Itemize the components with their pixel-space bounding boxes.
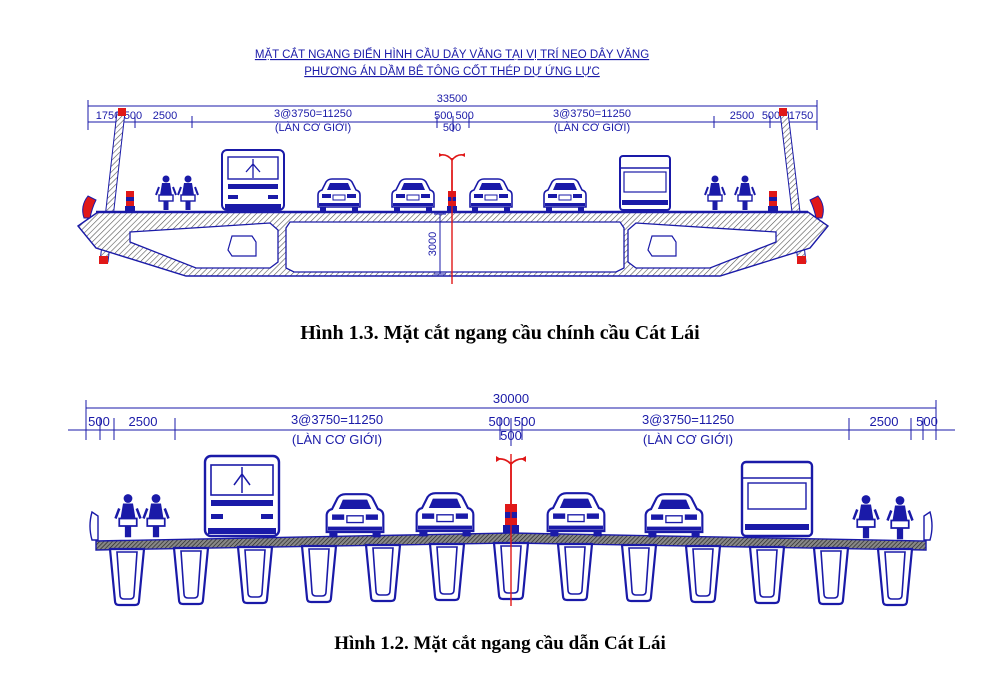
top-dim-left-500: 500 <box>124 110 142 122</box>
top-dim-median-center: 500 <box>443 122 461 134</box>
top-dim-right-sidewalk: 2500 <box>730 110 754 122</box>
bottom-bus-left <box>203 454 281 538</box>
top-car-4 <box>543 178 587 212</box>
box-girder <box>76 210 830 277</box>
top-dim-right-500: 500 <box>762 110 780 122</box>
bottom-dim-right-lanes-note: (LÀN CƠ GIỚI) <box>643 432 733 447</box>
top-dim-median: 500 500 <box>434 110 474 122</box>
bottom-figure-caption: Hình 1.2. Mặt cắt ngang cầu dẫn Cát Lái <box>334 633 666 654</box>
bottom-motorbike-1 <box>114 492 142 539</box>
top-dimension-lines <box>87 100 818 132</box>
bottom-railing-right <box>923 510 933 541</box>
top-dim-left-sidewalk: 2500 <box>153 110 177 122</box>
top-figure: MẶT CẮT NGANG ĐIỂN HÌNH CẦU DÂY VĂNG TẠI… <box>76 48 830 284</box>
top-car-1 <box>317 178 361 212</box>
top-motorbike-4 <box>734 174 756 211</box>
top-dim-right-lanes: 3@3750=11250 <box>553 108 631 120</box>
bottom-dimension-lines <box>68 400 955 446</box>
bottom-car-4 <box>644 493 704 539</box>
bottom-dim-left-500: 500 <box>88 414 110 429</box>
top-motorbike-1 <box>155 174 177 211</box>
top-dim-right-lanes-note: (LÀN CƠ GIỚI) <box>554 121 630 134</box>
bottom-motorbike-2 <box>142 492 170 539</box>
top-dim-left-lanes: 3@3750=11250 <box>274 108 352 120</box>
bottom-figure: 30000 500 2500 3@3750=11250 (LÀN CƠ GIỚI… <box>68 391 955 607</box>
bottom-dim-left-sidewalk: 2500 <box>129 414 158 429</box>
top-header-line1: MẶT CẮT NGANG ĐIỂN HÌNH CẦU DÂY VĂNG TẠI… <box>255 48 649 61</box>
bottom-car-1 <box>325 493 385 539</box>
bottom-dim-left-lanes: 3@3750=11250 <box>291 412 383 427</box>
top-bus-right <box>619 155 671 211</box>
top-figure-caption: Hình 1.3. Mặt cắt ngang cầu chính cầu Cá… <box>300 322 700 344</box>
top-car-3 <box>469 178 513 212</box>
bottom-motorbike-4 <box>886 494 914 541</box>
bottom-dim-right-500: 500 <box>916 414 938 429</box>
top-car-2 <box>391 178 435 212</box>
bottom-dim-median: 500 500 <box>489 414 536 429</box>
top-dim-left-lanes-note: (LÀN CƠ GIỚI) <box>275 121 351 134</box>
top-bus-left <box>221 149 285 211</box>
top-depth-dimension <box>434 213 446 275</box>
bottom-dim-total: 30000 <box>493 391 529 406</box>
top-barrier-left <box>125 191 135 211</box>
bottom-railing-left <box>89 510 99 541</box>
top-dim-depth: 3000 <box>427 232 439 256</box>
bottom-motorbike-3 <box>852 493 880 540</box>
bottom-dim-left-lanes-note: (LÀN CƠ GIỚI) <box>292 432 382 447</box>
top-dim-left-edge: 1750 <box>96 110 120 122</box>
bottom-bus-right <box>740 460 814 538</box>
bottom-car-3 <box>546 492 606 538</box>
top-barrier-right <box>768 191 778 211</box>
top-dim-right-edge: 1750 <box>789 110 813 122</box>
bottom-car-2 <box>415 492 475 538</box>
top-railing-right <box>809 195 824 219</box>
bottom-dim-right-lanes: 3@3750=11250 <box>642 412 734 427</box>
bottom-dim-right-sidewalk: 2500 <box>870 414 899 429</box>
top-motorbike-3 <box>704 174 726 211</box>
top-dim-total: 33500 <box>437 93 468 105</box>
top-header-line2: PHƯƠNG ÁN DẦM BÊ TÔNG CỐT THÉP DỰ ỨNG LỰ… <box>304 64 600 78</box>
top-railing-left <box>82 195 97 219</box>
bottom-dim-median-center: 500 <box>500 428 522 443</box>
top-motorbike-2 <box>177 174 199 211</box>
